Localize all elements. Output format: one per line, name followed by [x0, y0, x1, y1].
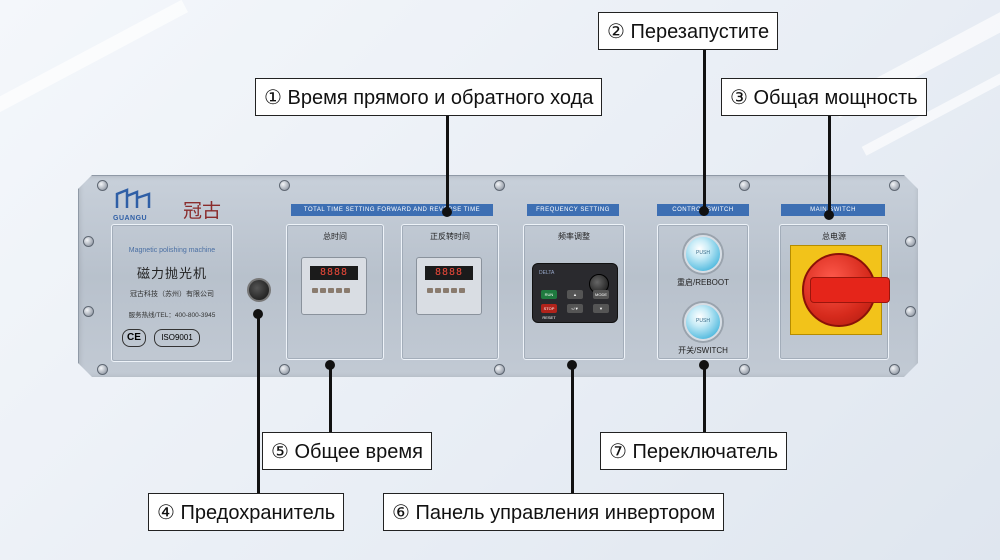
- inverter-keypad[interactable]: DELTA RUN ▲ MODE STOP RESET </▼ ▼: [532, 263, 618, 323]
- callout-fwd-rev-time: ① Время прямого и обратного хода: [255, 78, 603, 116]
- leader-dot: [442, 207, 452, 217]
- main-power-caption: 总电源: [822, 232, 846, 241]
- callout-reboot: ② Перезапустите: [598, 12, 779, 50]
- callout-fuse: ④ Предохранитель: [148, 493, 345, 531]
- frequency-caption: 频率调整: [558, 232, 590, 241]
- screw: [279, 364, 290, 375]
- callout-main-power: ③ Общая мощность: [721, 78, 927, 116]
- screw: [905, 306, 916, 317]
- brand-name-cn: 冠古: [183, 200, 222, 222]
- inverter-key-up[interactable]: ▲: [567, 290, 583, 299]
- fwd-rev-time-timer[interactable]: 8888: [416, 257, 482, 315]
- screw: [83, 236, 94, 247]
- leader-line: [571, 364, 574, 493]
- leader-line: [703, 50, 706, 210]
- total-time-display: 8888: [310, 266, 358, 280]
- screw: [494, 364, 505, 375]
- guangu-logo-icon: [115, 188, 151, 208]
- brand-logo: GUANGU: [113, 188, 163, 226]
- inverter-key-run[interactable]: RUN: [541, 290, 557, 299]
- leader-dot: [253, 309, 263, 319]
- callout-switch: ⑦ Переключатель: [600, 432, 788, 470]
- leader-dot: [699, 360, 709, 370]
- fwd-rev-time-display: 8888: [425, 266, 473, 280]
- callout-inverter-panel: ⑥ Панель управления инвертором: [383, 493, 725, 531]
- leader-line: [828, 116, 831, 213]
- leader-dot: [824, 210, 834, 220]
- fwd-rev-time-box: 正反转时间 8888: [401, 224, 499, 360]
- frequency-setting-label: FREQUENCY SETTING: [527, 204, 619, 216]
- screw: [97, 180, 108, 191]
- inverter-key-stop[interactable]: STOP RESET: [541, 304, 557, 320]
- frequency-box: 频率调整 DELTA RUN ▲ MODE STOP RESET </▼ ▼: [523, 224, 625, 360]
- leader-line: [257, 313, 260, 493]
- fwd-rev-time-keys[interactable]: [427, 288, 465, 293]
- leader-dot: [699, 206, 709, 216]
- screw: [83, 306, 94, 317]
- total-time-timer[interactable]: 8888: [301, 257, 367, 315]
- brand-logo-text: GUANGU: [113, 215, 148, 222]
- callout-total-time: ⑤ Общее время: [262, 432, 432, 470]
- total-time-keys[interactable]: [312, 288, 350, 293]
- fwd-rev-time-caption: 正反转时间: [430, 232, 470, 241]
- inverter-key-mode[interactable]: MODE: [593, 290, 609, 299]
- machine-name-cn: 磁力抛光机: [136, 266, 207, 281]
- main-switch-label: MAIN SWITCH: [781, 204, 885, 216]
- power-switch-button-text: PUSH: [696, 318, 710, 324]
- service-hotline: 服务热线/TEL：400-800-3945: [128, 312, 216, 319]
- iso-mark: ISO9001: [154, 329, 200, 347]
- main-switch-box: 总电源: [779, 224, 890, 360]
- leader-dot: [567, 360, 577, 370]
- screw: [889, 364, 900, 375]
- main-switch-handle[interactable]: [810, 277, 890, 303]
- ce-mark: CE: [122, 329, 146, 347]
- nameplate: Magnetic polishing machine 磁力抛光机 冠古科技（苏州…: [111, 224, 233, 362]
- leader-line: [329, 364, 332, 432]
- reboot-button-text: PUSH: [696, 250, 710, 256]
- leader-line: [446, 116, 449, 211]
- inverter-logo: DELTA: [539, 270, 555, 276]
- time-setting-label: TOTAL TIME SETTING FORWARD AND REVERSE T…: [291, 204, 493, 216]
- screw: [905, 236, 916, 247]
- reboot-button[interactable]: PUSH: [684, 235, 722, 273]
- total-time-box: 总时间 8888: [286, 224, 384, 360]
- screw: [494, 180, 505, 191]
- screw: [97, 364, 108, 375]
- inverter-key-down[interactable]: ▼: [593, 304, 609, 313]
- power-switch-button[interactable]: PUSH: [684, 303, 722, 341]
- screw: [889, 180, 900, 191]
- machine-name-en: Magnetic polishing machine: [128, 247, 216, 254]
- background-streak: [0, 0, 189, 135]
- reboot-caption: 重启/REBOOT: [676, 278, 729, 287]
- leader-dot: [325, 360, 335, 370]
- total-time-caption: 总时间: [323, 232, 347, 241]
- control-panel: GUANGU 冠古 Magnetic polishing machine 磁力抛…: [78, 175, 918, 377]
- screw: [279, 180, 290, 191]
- fuse-holder[interactable]: [247, 278, 271, 302]
- screw: [739, 364, 750, 375]
- switch-caption: 开关/SWITCH: [678, 346, 728, 355]
- inverter-key-shift[interactable]: </▼: [567, 304, 583, 313]
- control-switch-box: PUSH 重启/REBOOT PUSH 开关/SWITCH: [657, 224, 749, 360]
- company-name: 冠古科技（苏州）有限公司: [130, 291, 214, 298]
- screw: [739, 180, 750, 191]
- leader-line: [703, 364, 706, 432]
